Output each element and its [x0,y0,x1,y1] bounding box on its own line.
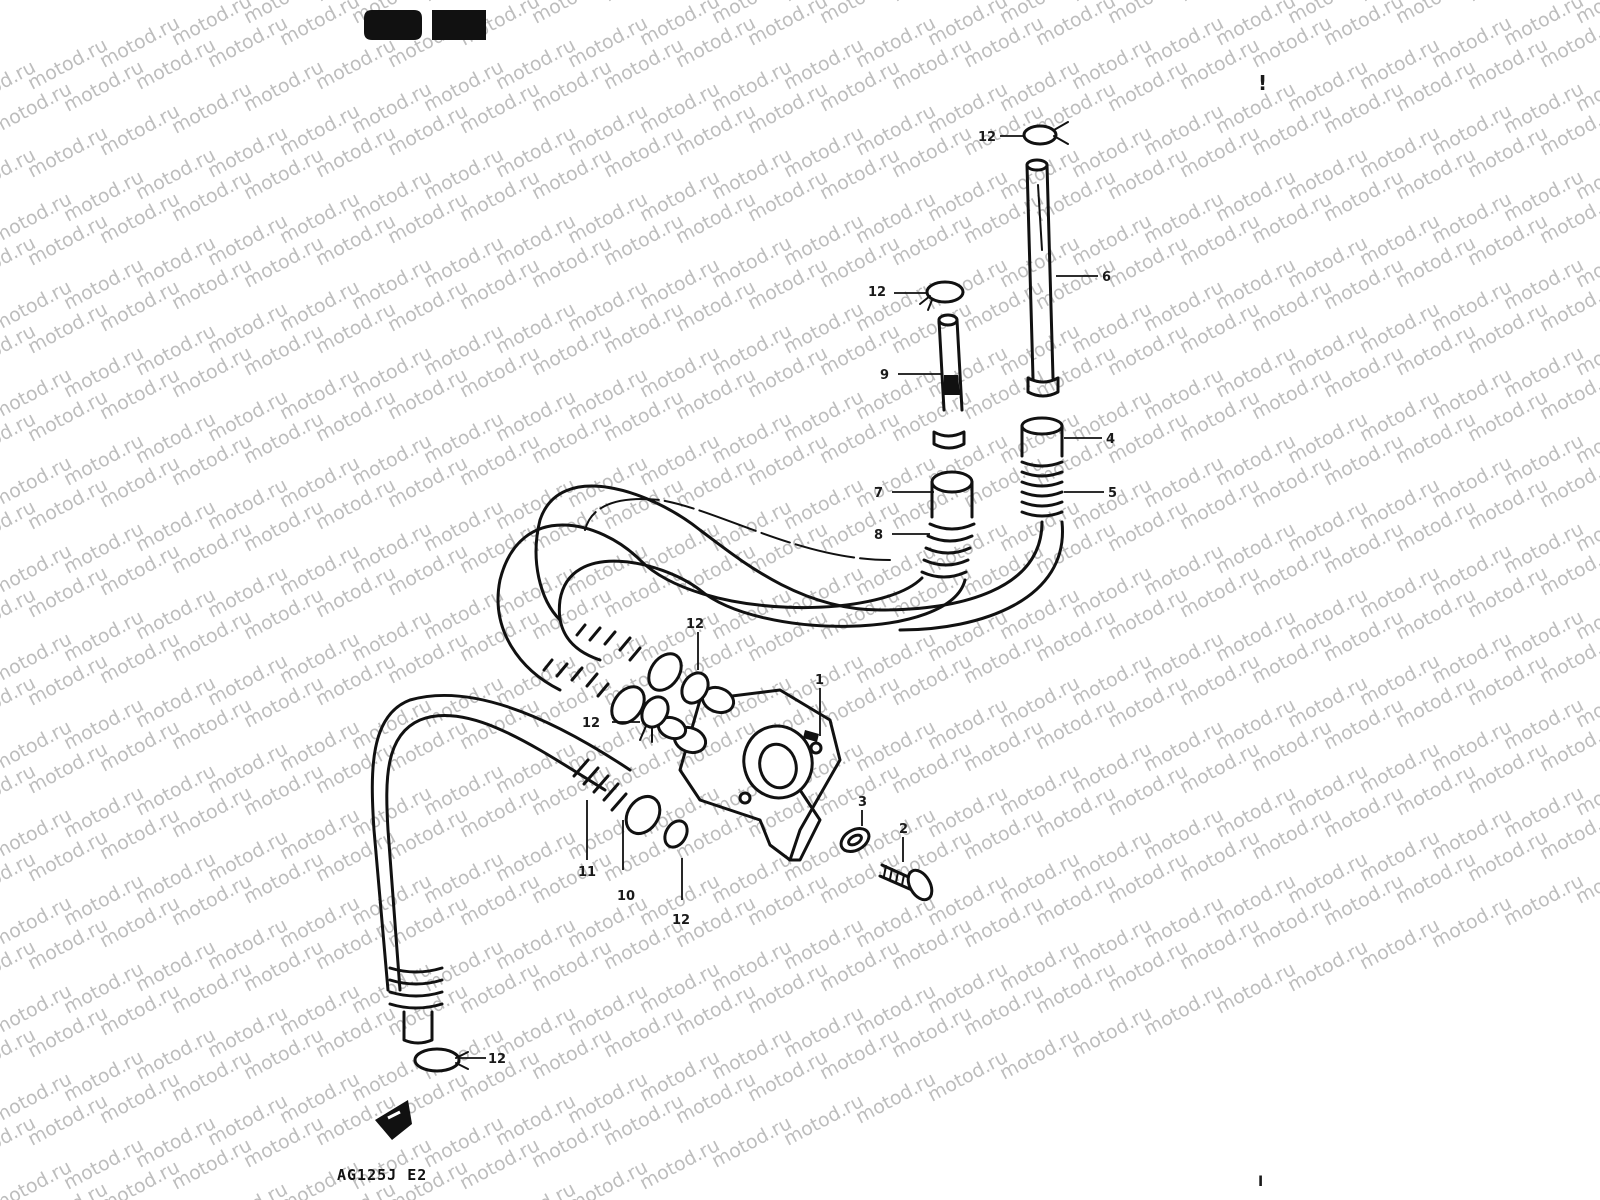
watermark-text: motod.ru [600,0,687,6]
part-label-12e: 12 [672,913,690,928]
watermark-text: motod.ru [816,0,903,28]
watermark-text: motod.ru [1140,980,1227,1040]
model-code: AG125J E2 [337,1166,428,1184]
part-label-5: 5 [1108,486,1117,501]
part-label-9: 9 [880,368,889,383]
watermark-text: motod.ru [1500,870,1587,930]
watermark-text: motod.ru [1284,936,1371,996]
watermark-text: motod.ru [1104,0,1191,28]
header-mark: ! [1258,71,1267,95]
watermark-text: motod.ru [1068,1002,1155,1062]
part-label-1: 1 [815,673,824,688]
watermark-text: motod.ru [852,1068,939,1128]
hose-10 [370,694,662,992]
logo-fragment [364,10,486,40]
watermark-text: motod.ru [924,1046,1011,1106]
watermark-text: motod.ru [420,0,507,6]
part-label-11: 11 [578,865,596,880]
part-label-12b: 12 [868,285,886,300]
clamp-12-e [663,819,689,849]
watermark-text: motod.ru [888,0,975,6]
spring-8 [920,522,976,579]
pipe-6 [1025,158,1060,398]
watermark-text: motod.ru [780,1090,867,1150]
watermark-text: motod.ru [996,1024,1083,1084]
watermark-text: motod.ru [636,1134,723,1194]
clamp-12-a [1022,121,1069,146]
part-label-2: 2 [899,822,908,837]
part-label-12c: 12 [686,617,704,632]
watermark-text: motod.ru [1212,958,1299,1018]
clamp-12-b [919,280,965,311]
part-label-6: 6 [1102,270,1111,285]
watermark-text: motod.ru [312,34,399,94]
part-label-12f: 12 [488,1052,506,1067]
clamp-12-f [413,1047,469,1073]
screw-2 [878,863,934,902]
watermark-text: motod.ru [1428,892,1515,952]
part-label-12a: 12 [978,130,996,145]
watermark-text: motod.ru [528,0,615,28]
footer-mark: I [1258,1174,1263,1190]
leader-lines [460,135,1104,1059]
direction-arrow-icon [375,1100,412,1140]
part-label-7: 7 [874,486,883,501]
watermark-text: motod.ru [1392,0,1479,28]
hose-upper-end-springs [542,623,683,725]
watermark-text: motod.ru [1176,0,1263,6]
part-label-4: 4 [1106,432,1115,447]
clamp-12-d [639,695,670,743]
hose-upper-loop [496,484,1064,692]
joint-4 [1020,416,1064,458]
hose-10-bottom-end [388,966,444,1045]
clamp-12-c [680,671,710,705]
pipe-9 [932,313,966,450]
joint-7 [930,470,974,519]
watermark-text: motod.ru [96,100,183,160]
watermark-text: motod.ru [24,122,111,182]
part-label-10: 10 [617,889,635,904]
spring-5 [1020,460,1064,518]
spring-11 [572,758,628,812]
watermark-text: motod.ru [708,1112,795,1172]
watermark-text: motod.ru [240,56,327,116]
part-label-3: 3 [858,795,867,810]
watermark-text: motod.ru [1464,0,1551,6]
watermark-text: motod.ru [168,78,255,138]
watermark-text: motod.ru [1356,914,1443,974]
washer-3 [839,827,871,853]
fuel-cock-1 [656,685,842,862]
part-label-12d: 12 [582,716,600,731]
part-label-8: 8 [874,528,883,543]
